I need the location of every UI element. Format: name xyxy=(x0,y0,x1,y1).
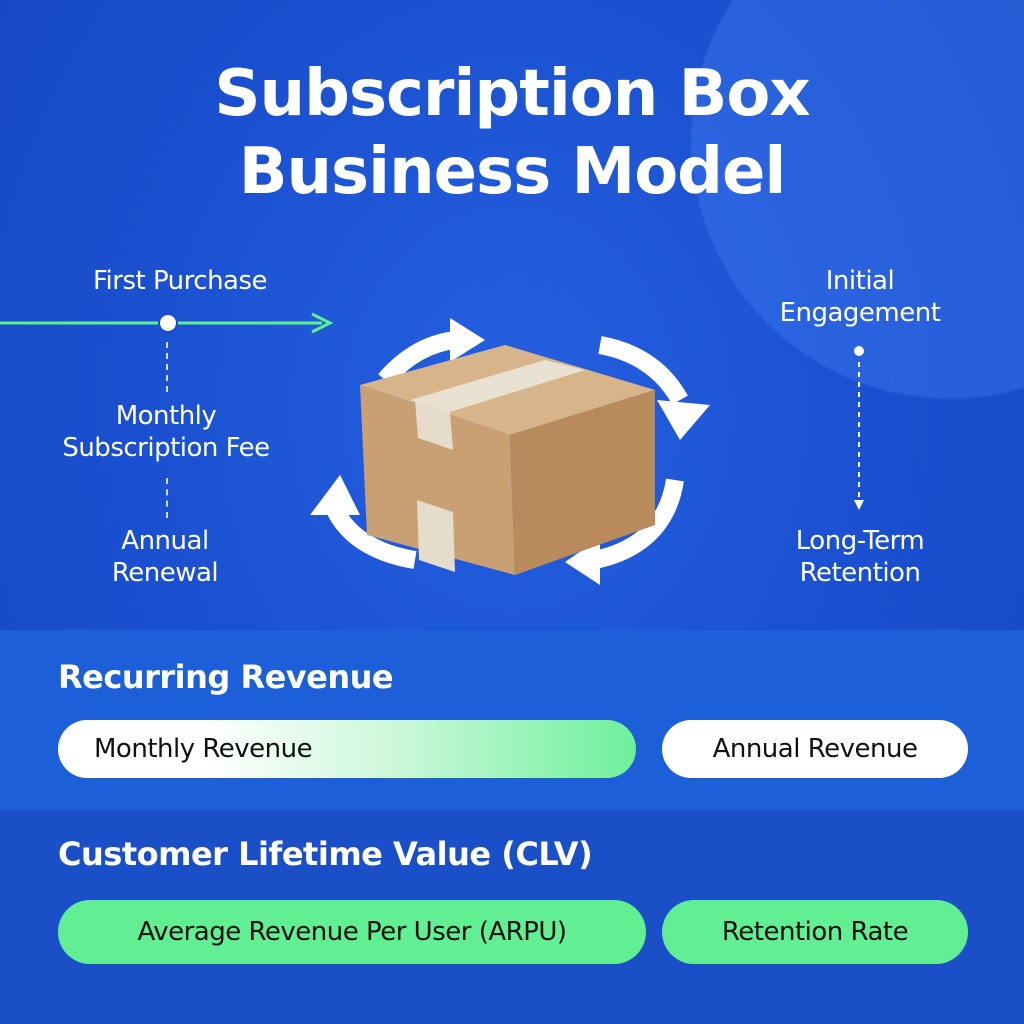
annual-renewal-label: Annual Renewal xyxy=(40,525,290,589)
arpu-pill: Average Revenue Per User (ARPU) xyxy=(58,900,646,964)
initial-line-2: Engagement xyxy=(779,298,941,328)
connector-dash xyxy=(166,342,168,392)
clv-heading: Customer Lifetime Value (CLV) xyxy=(58,835,593,873)
retention-rate-pill: Retention Rate xyxy=(662,900,968,964)
first-purchase-label: First Purchase xyxy=(92,266,268,296)
monthly-fee-line-1: Monthly xyxy=(115,401,217,431)
timeline-arrow xyxy=(0,312,334,334)
annual-revenue-pill: Annual Revenue xyxy=(662,720,968,778)
long-term-retention-label: Long-Term Retention xyxy=(740,525,980,589)
connector-dash xyxy=(166,478,168,518)
monthly-fee-label: Monthly Subscription Fee xyxy=(20,400,312,464)
title-line-1: Subscription Box xyxy=(214,57,810,131)
page-title: Subscription Box Business Model xyxy=(0,55,1024,211)
cardboard-box-cycle-icon xyxy=(310,318,710,585)
retention-arrow xyxy=(854,346,864,510)
recurring-revenue-heading: Recurring Revenue xyxy=(58,658,394,696)
annual-renewal-line-2: Renewal xyxy=(111,558,219,588)
monthly-fee-line-2: Subscription Fee xyxy=(62,433,270,463)
initial-line-1: Initial xyxy=(825,266,895,296)
annual-renewal-line-1: Annual xyxy=(121,526,209,556)
title-line-2: Business Model xyxy=(238,135,787,209)
long-term-line-2: Retention xyxy=(799,558,921,588)
long-term-line-1: Long-Term xyxy=(795,526,925,556)
initial-engagement-label: Initial Engagement xyxy=(740,265,980,329)
monthly-revenue-pill: Monthly Revenue xyxy=(58,720,636,778)
timeline-node-icon xyxy=(158,313,178,333)
